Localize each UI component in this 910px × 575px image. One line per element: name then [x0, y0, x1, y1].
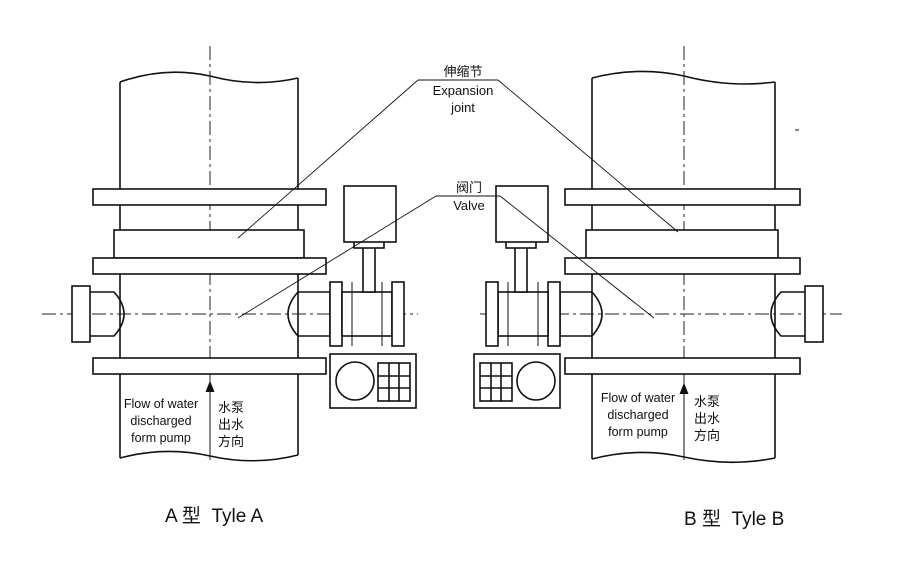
type-b-valve-stem [514, 241, 528, 293]
type-a-left-nozzle-flange [71, 285, 91, 343]
type-a-bottom-flange [92, 357, 327, 375]
type-a-valve-flange-right [391, 281, 405, 347]
type-b-flow-label-cn-1: 水泵 [694, 394, 720, 409]
type-a-assembly [42, 46, 418, 462]
leader-lines [237, 79, 679, 319]
type-b-flow-label-en-1: Flow of water [601, 391, 675, 405]
type-b-expansion-joint [585, 229, 779, 259]
type-b-valve-body [497, 291, 549, 337]
type-b-assembly [473, 46, 842, 464]
type-a-pipe-bottom-break [119, 450, 299, 462]
type-a-left-nozzle [90, 291, 125, 337]
caption-type-a: A 型 Tyle A [165, 505, 264, 527]
valve-leader-left [237, 195, 437, 319]
valve-label-en: Valve [453, 198, 485, 213]
type-a-gauge-icon [335, 361, 375, 401]
valve-label-cn: 阀门 [456, 180, 482, 195]
type-a-flow-label-cn-3: 方向 [218, 434, 244, 449]
type-a-flow-label-en-1: Flow of water [124, 397, 198, 411]
caption-type-b: B 型 Tyle B [684, 508, 784, 530]
type-b-bottom-flange [564, 357, 801, 375]
type-a-valve-actuator [343, 185, 397, 243]
expansion-joint-label-en-2: joint [450, 100, 475, 115]
type-a-pipe-top-break [119, 71, 299, 84]
type-a-middle-flange [92, 257, 327, 275]
type-b-flow-label-en-3: form pump [608, 425, 668, 439]
type-b-valve-flange-left [485, 281, 499, 347]
type-a-valve-flange-left [329, 281, 343, 347]
type-b-middle-flange [564, 257, 801, 275]
type-b-right-nozzle-flange [804, 285, 824, 343]
type-a-expansion-joint [113, 229, 305, 259]
type-a-keypad-icon [377, 362, 411, 402]
type-a-right-outlet [287, 291, 331, 337]
expansion-leader-left [237, 79, 419, 239]
type-b-flow-label-en-2: discharged [607, 408, 668, 422]
valve-leader-right [499, 195, 655, 319]
expansion-joint-label-en-1: Expansion [433, 83, 494, 98]
type-b-flow-label-cn-2: 出水 [694, 411, 720, 426]
type-b-gauge-icon [516, 361, 556, 401]
type-a-flow-label-cn-1: 水泵 [218, 400, 244, 415]
type-a-valve-stem [362, 241, 376, 293]
expansion-leader-right [497, 79, 679, 233]
type-a-valve-body [341, 291, 393, 337]
type-a-flow-label-cn-2: 出水 [218, 417, 244, 432]
type-b-valve-flange-right [547, 281, 561, 347]
type-a-top-flange [92, 188, 327, 206]
type-b-right-nozzle [770, 291, 805, 337]
expansion-joint-label-cn: 伸缩节 [443, 64, 482, 79]
type-b-keypad-icon [479, 362, 513, 402]
type-b-top-flange [564, 188, 801, 206]
type-b-flow-label-cn-3: 方向 [694, 428, 720, 443]
type-a-flow-label-en-2: discharged [130, 414, 191, 428]
type-b-left-outlet [559, 291, 603, 337]
type-a-flow-label-en-3: form pump [131, 431, 191, 445]
